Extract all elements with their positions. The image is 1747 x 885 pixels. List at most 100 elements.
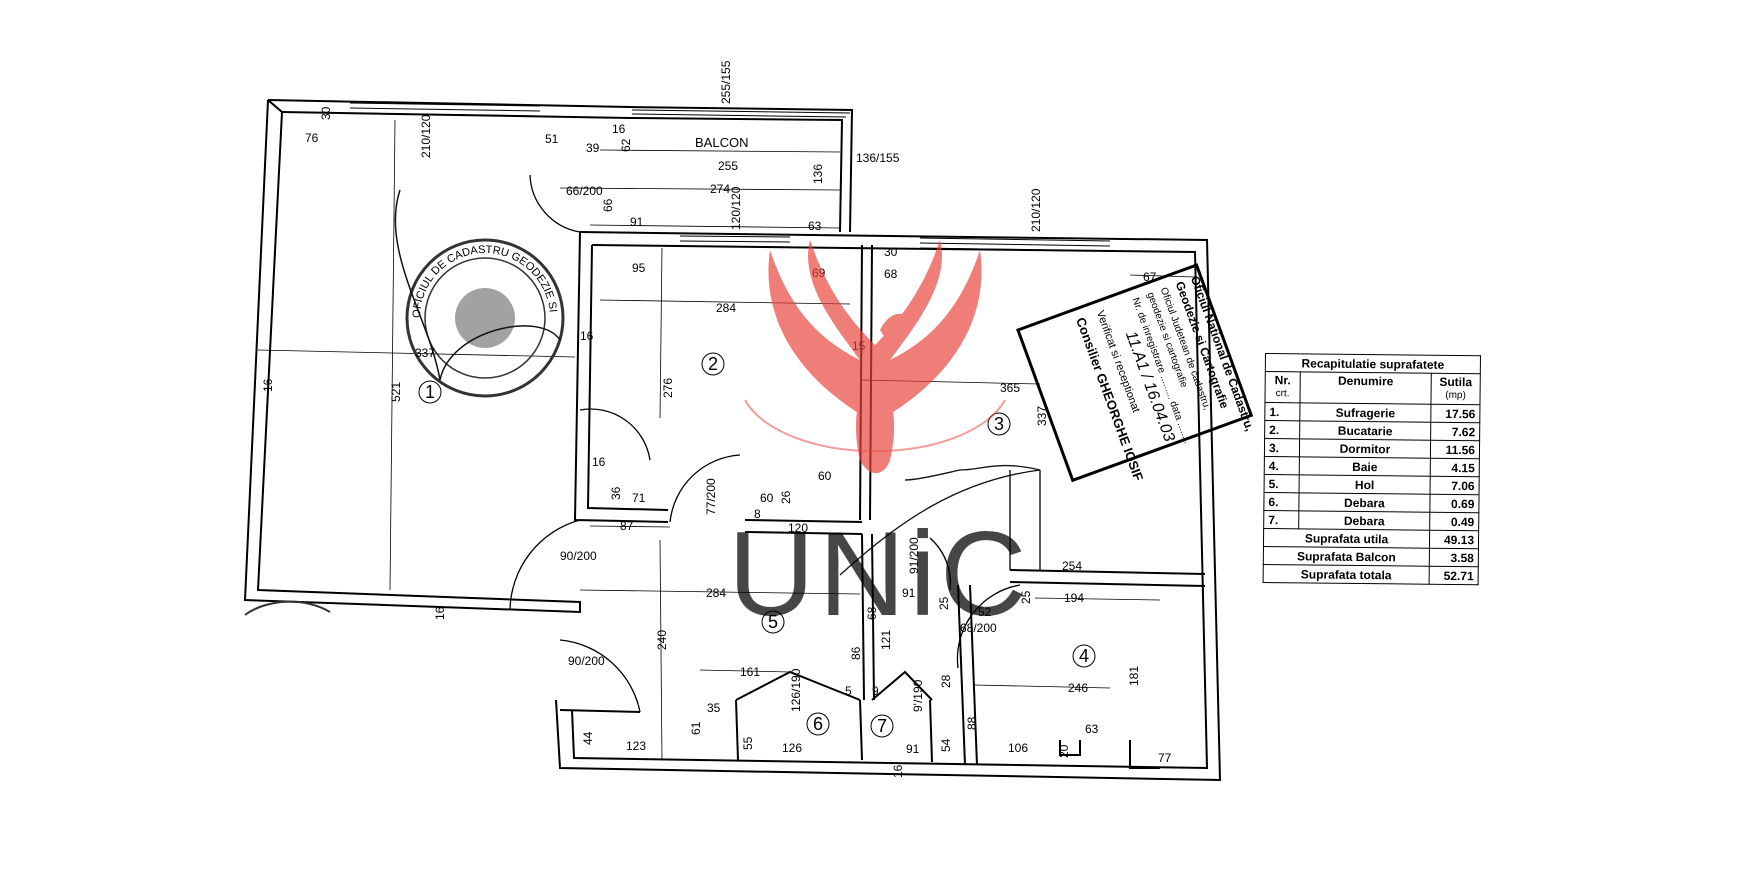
dim-55: 55 xyxy=(741,736,755,750)
row-nr: 6. xyxy=(1263,492,1300,511)
dim-240: 240 xyxy=(655,630,669,650)
round-stamp-bottom-left xyxy=(244,600,331,616)
wall-left-bottom xyxy=(559,709,641,713)
dim-top-255-155: 255/155 xyxy=(719,60,733,104)
row-name: Hol xyxy=(1299,474,1431,495)
dim-30-top: 30 xyxy=(319,106,333,120)
dim-68-top: 68 xyxy=(884,267,898,281)
dim-255: 255 xyxy=(718,159,738,173)
wall-bath-left xyxy=(957,584,966,766)
door-77-200: 77/200 xyxy=(704,478,718,515)
dim-win-120-120: 120/120 xyxy=(729,186,743,230)
dim-246: 246 xyxy=(1068,681,1088,695)
signature-scribble xyxy=(839,464,1041,576)
dim-254: 254 xyxy=(1062,559,1082,573)
dim-54: 54 xyxy=(939,738,953,752)
row-name: Baie xyxy=(1299,456,1431,477)
dim-25-a: 25 xyxy=(937,596,951,610)
dim-95: 95 xyxy=(632,261,646,275)
door-living xyxy=(509,519,581,611)
watermark-ring xyxy=(744,399,1006,453)
wall-bed-bottom2 xyxy=(1009,581,1206,587)
dim-123: 123 xyxy=(626,739,646,753)
rect-stamp: Oficiul National de Cadastru, Geodezie s… xyxy=(1016,263,1257,483)
col-header-denumire: Denumire xyxy=(1299,371,1432,405)
dim-44: 44 xyxy=(581,731,595,745)
dim-161: 161 xyxy=(740,665,760,679)
total-value: 49.13 xyxy=(1429,530,1479,549)
door-kitchen xyxy=(669,454,741,523)
col-header-sutila-label: Sutila xyxy=(1439,374,1473,390)
dim-25-b: 25 xyxy=(1019,590,1033,604)
dim-521: 521 xyxy=(389,382,403,402)
row-name: Bucatarie xyxy=(1299,420,1431,441)
dim-136-155: 136/155 xyxy=(856,151,900,165)
windows xyxy=(349,102,1111,252)
dim-284-bot: 284 xyxy=(706,586,726,600)
row-value: 11.56 xyxy=(1430,440,1480,459)
room-number-1: 1 xyxy=(425,382,435,402)
dim-91-bot: 91 xyxy=(906,742,920,756)
door-bed xyxy=(929,537,952,591)
dim-68-mid: 68 xyxy=(865,606,879,620)
dim-win-210-120-right: 210/120 xyxy=(1029,188,1043,232)
dim-284-top: 284 xyxy=(716,301,736,315)
col-header-nr-sub: crt. xyxy=(1275,388,1290,400)
wall-closet7-r xyxy=(929,699,933,763)
dim-365: 365 xyxy=(1000,381,1020,395)
dim-66: 66 xyxy=(601,198,615,212)
wall-closet7-top xyxy=(871,670,933,701)
row-nr: 4. xyxy=(1264,456,1300,475)
col-header-sutila: Sutila (mp) xyxy=(1430,373,1481,405)
dim-337: 337 xyxy=(415,346,435,360)
dim-120: 120 xyxy=(788,521,808,535)
dim-51: 51 xyxy=(545,132,559,146)
dim-91-top: 91 xyxy=(630,215,644,229)
dim-77: 77 xyxy=(1158,751,1172,765)
door-68-200: 68/200 xyxy=(960,621,997,635)
door-balcony xyxy=(529,174,581,233)
wall-closet6-r xyxy=(859,699,863,761)
room-number-5: 5 xyxy=(768,612,778,632)
col-header-nr: Nr. crt. xyxy=(1264,371,1301,403)
wall-hall-h2 xyxy=(744,531,863,535)
room-number-6: 6 xyxy=(813,714,823,734)
wall-balcony xyxy=(629,106,854,233)
row-value: 7.06 xyxy=(1430,476,1480,495)
total-value: 52.71 xyxy=(1429,566,1479,585)
row-name: Dormitor xyxy=(1299,438,1431,459)
wall-closet6-l xyxy=(735,699,739,761)
total-value: 3.58 xyxy=(1429,548,1479,567)
dim-16-bot: 16 xyxy=(433,606,447,620)
room-number-2: 2 xyxy=(708,354,718,374)
wall-steps-1 xyxy=(1059,740,1081,756)
total-label: Suprafata Balcon xyxy=(1263,546,1430,567)
dim-276: 276 xyxy=(661,378,675,398)
dim-126-bot: 126 xyxy=(782,741,802,755)
dim-52: 52 xyxy=(978,605,992,619)
watermark-logo: UNiC xyxy=(728,240,1027,641)
door-126-190: 126/190 xyxy=(789,668,803,712)
wall-hall-h xyxy=(744,519,863,523)
col-header-nr-label: Nr. xyxy=(1274,373,1291,388)
dim-5: 5 xyxy=(845,684,852,698)
doors xyxy=(509,174,1041,713)
dim-61: 61 xyxy=(689,721,703,735)
dim-win-210-120-left: 210/120 xyxy=(419,114,433,158)
wall-balcony-inner xyxy=(629,117,844,233)
wall-kitchen-left xyxy=(573,231,669,523)
dim-30-mid: 30 xyxy=(884,245,898,259)
row-nr: 1. xyxy=(1264,402,1300,421)
dim-274: 274 xyxy=(710,182,730,196)
dim-16-b: 16 xyxy=(891,764,905,778)
dim-121: 121 xyxy=(879,630,893,650)
row-value: 4.15 xyxy=(1430,458,1480,477)
